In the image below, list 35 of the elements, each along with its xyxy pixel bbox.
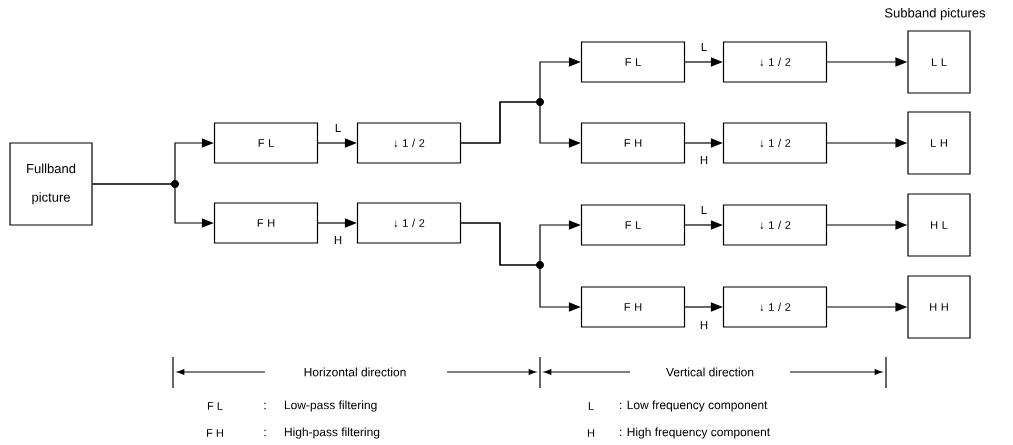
subband-box: L H [907,111,971,175]
picture-box: Fullband picture [9,142,93,226]
process-box: ↓ 1 / 2 [722,204,828,246]
process-box: F L [580,204,686,246]
separator: : [264,402,266,410]
edge-label: H [698,319,710,331]
abbreviation: L [588,402,594,410]
edge-label: H [698,154,710,166]
definition-text: : Low frequency component [620,400,768,412]
separator: : [264,429,266,437]
process-box: F H [213,202,319,244]
subband-box: L L [907,30,971,94]
subband-box: H L [907,193,971,257]
process-box: ↓ 1 / 2 [722,122,828,164]
abbreviation: F L [207,402,223,410]
edge-label: L [699,41,709,53]
process-box: F H [580,122,686,164]
definition-text: High-pass filtering [284,427,380,439]
definition-text: Low-pass filtering [284,400,377,412]
abbreviation: H [587,429,595,437]
edge-label: H [332,234,344,246]
process-box: F H [580,286,686,328]
dimension-label: Horizontal direction [304,367,406,377]
process-box: F L [580,41,686,83]
definition-text: : High frequency component [620,427,770,439]
abbreviation: F H [207,429,223,437]
process-box: ↓ 1 / 2 [356,122,462,164]
subband-box: H H [907,275,971,339]
dimension-label: Vertical direction [666,367,754,377]
process-box: ↓ 1 / 2 [722,286,828,328]
process-box: ↓ 1 / 2 [722,41,828,83]
process-box: ↓ 1 / 2 [356,202,462,244]
process-box: F L [213,122,319,164]
edge-label: L [699,204,709,216]
edge-label: L [333,122,343,134]
